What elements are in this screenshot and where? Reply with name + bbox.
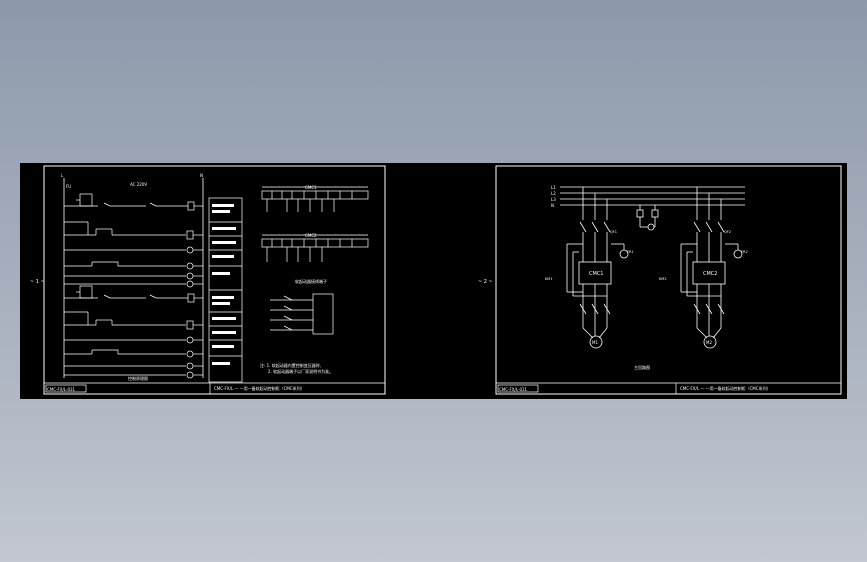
rail-marker-right: N <box>200 173 203 178</box>
function-column-glyphs <box>212 204 236 365</box>
terminal-table-2 <box>261 234 369 262</box>
title-strip-1: CMC-FX/L — 一用一备软起动控制柜（CMC系列） <box>214 385 305 391</box>
bus-l3: L3 <box>551 197 556 202</box>
device-cmc1: CMC1 <box>589 271 603 277</box>
table1-header: CMC1 <box>305 185 317 190</box>
note-line-2: 2. 软起动器端子以厂家说明书为准。 <box>268 368 333 374</box>
sheet2-side-label: ~ 2 ~ <box>478 279 493 285</box>
title-block-1 <box>44 382 385 394</box>
feeder-1 <box>566 187 659 349</box>
title-strip-2: CMC-FX/L — 一用一备软起动控制柜（CMC系列） <box>680 385 771 391</box>
supply-rails <box>63 178 204 378</box>
supply-label: AC 220V <box>130 182 147 187</box>
sheet1-side-label: ~ 1 ~ <box>30 279 45 285</box>
sheet-main-circuit: ~ 2 ~ L1 L2 L3 N <box>478 165 842 395</box>
feeder-2 <box>680 187 743 349</box>
fuse-label: FU <box>66 184 71 189</box>
bus-n: N <box>551 203 554 208</box>
bus-l1: L1 <box>551 185 556 190</box>
km1-label: KM1 <box>545 277 553 281</box>
note-line-1: 注: 1. 软起动器内置控制变压器时, <box>260 362 321 368</box>
motor-m1: M1 <box>592 340 598 345</box>
drawing-title-2: 主回路图 <box>634 364 650 370</box>
control-rungs <box>64 193 203 379</box>
title-block-2 <box>496 382 841 394</box>
title-block-code-1: CMC-FX/L-031 <box>47 387 76 392</box>
switch-legend <box>270 293 334 335</box>
fr1-label: FR1 <box>627 250 634 254</box>
qf1-label: QF1 <box>610 230 617 234</box>
sheet1-frame <box>43 165 386 395</box>
fr2-label: FR2 <box>741 250 748 254</box>
km2-label: KM2 <box>659 277 667 281</box>
title-block-code-2: CMC-FX/L-031 <box>499 387 528 392</box>
rail-marker-left: L <box>61 173 64 178</box>
device-cmc2: CMC2 <box>703 271 717 277</box>
drawing-title-1: 控制原理图 <box>128 375 148 381</box>
bus-l2: L2 <box>551 191 556 196</box>
sheet2-frame <box>495 165 842 395</box>
table2-header: CMC2 <box>305 233 317 238</box>
function-column <box>208 197 243 383</box>
qf2-label: QF2 <box>724 230 731 234</box>
bus-bars <box>560 186 745 206</box>
terminal-table-1 <box>261 186 369 212</box>
sheet-control-schematic: ~ 1 ~ L N FU AC 220V <box>30 165 386 395</box>
motor-m2: M2 <box>706 340 712 345</box>
terminal-table-title: 软起动器接线端子 <box>295 278 327 284</box>
